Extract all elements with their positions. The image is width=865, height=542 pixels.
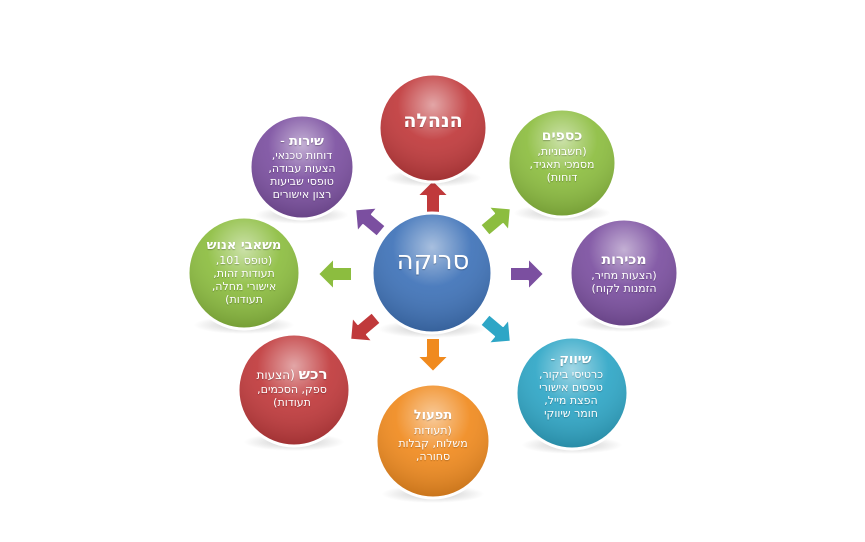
service-circle-gloss [251, 116, 353, 218]
arrow-to-management [416, 179, 450, 215]
node-operations: תפעול (תעודות משלוח, קבלות סחורה, [380, 408, 486, 463]
marketing-line-3: הפצת מייל, [544, 394, 598, 407]
service-line-3: טופסי שביעות [270, 175, 334, 188]
arrow-to-procurement [349, 311, 382, 343]
marketing-title-suffix: - [550, 352, 560, 367]
arrow-to-hr [317, 257, 353, 291]
sales-line-1: (הצעות מחיר, [591, 269, 657, 282]
marketing-circle-gloss [517, 338, 627, 448]
operations-title: תפעול [413, 408, 453, 423]
procurement-line-2: תעודות) [273, 396, 311, 409]
arrow-to-finance [479, 205, 512, 237]
node-procurement: רכש (הצעות ספק, הסכמים, תעודות) [240, 366, 344, 409]
finance-line-2: מסמכי תאגיד, [529, 158, 595, 171]
marketing-title: שיווק [559, 352, 592, 367]
service-title: שירות [288, 134, 324, 149]
marketing-line-4: חומר שיווקי [544, 407, 598, 420]
hr-line-3: אישורי מחלה, [211, 280, 277, 293]
hr-title: משאבי אנוש [206, 238, 282, 253]
marketing-line-2: טפסים אישורי [539, 381, 603, 394]
procurement-title-suffix: (הצעות [256, 368, 299, 382]
sales-line-2: הזמנות לקוח) [591, 282, 657, 295]
operations-line-1: (תעודות [414, 424, 452, 437]
center-label: סריקה [378, 246, 488, 276]
node-hr: משאבי אנוש (טופס 101, תעודות זהות, אישור… [192, 238, 296, 306]
node-finance: כספים (חשבוניות, מסמכי תאגיד, דוחות) [512, 128, 612, 184]
node-management: הנהלה [385, 110, 481, 132]
arrow-to-service [354, 206, 387, 238]
center-title: סריקה [396, 246, 470, 276]
node-sales: מכירות (הצעות מחיר, הזמנות לקוח) [572, 252, 676, 295]
node-marketing: שיווק - כרטיסי ביקור, טפסים אישורי הפצת … [518, 352, 624, 420]
procurement-line-1: ספק, הסכמים, [257, 383, 327, 396]
hr-line-4: תעודות) [225, 293, 263, 306]
management-title: הנהלה [403, 110, 463, 132]
operations-circle-gloss [377, 385, 489, 497]
service-line-4: רצון אישורים [272, 188, 332, 201]
sales-circle-gloss [571, 220, 677, 326]
finance-line-1: (חשבוניות, [537, 145, 587, 158]
service-line-2: הצעות עבודה, [268, 162, 336, 175]
operations-line-3: סחורה, [415, 450, 451, 463]
marketing-line-1: כרטיסי ביקור, [538, 368, 604, 381]
arrow-to-operations [416, 337, 450, 373]
finance-line-3: דוחות) [546, 171, 578, 184]
finance-circle-gloss [509, 110, 615, 216]
arrow-to-sales [509, 257, 545, 291]
operations-line-2: משלוח, קבלות [398, 437, 468, 450]
management-circle-gloss [380, 75, 486, 181]
hr-line-1: (טופס 101, [215, 254, 273, 267]
node-service: שירות - דוחות טכנאי, הצעות עבודה, טופסי … [252, 134, 352, 201]
hr-line-2: תעודות זהות, [213, 267, 275, 280]
center-circle-gloss [373, 214, 491, 332]
hr-circle-gloss [189, 218, 299, 328]
procurement-title: רכש [298, 365, 328, 383]
finance-title: כספים [541, 128, 583, 144]
service-title-suffix: - [280, 134, 289, 149]
service-line-1: דוחות טכנאי, [271, 149, 333, 162]
sales-title: מכירות [601, 252, 647, 268]
procurement-circle-gloss [239, 335, 349, 445]
